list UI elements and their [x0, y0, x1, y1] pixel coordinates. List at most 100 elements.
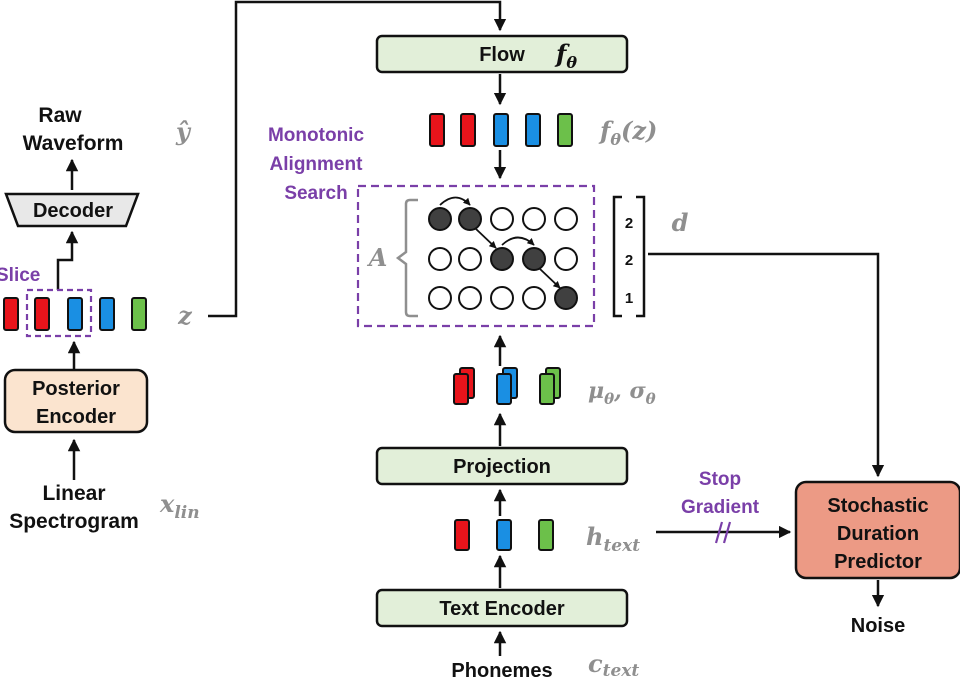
arrow-z-to-flow [208, 0, 507, 318]
cell-r1-c4 [522, 207, 546, 231]
ftz-argument: (z) [621, 116, 657, 145]
ftz-bar-red-2 [460, 113, 476, 147]
z-bar-red-2 [34, 297, 50, 331]
flow-label: Flow [479, 44, 525, 66]
posterior-encoder-label-line1: Posterior [32, 378, 120, 400]
text-encoder-label: Text Encoder [439, 598, 564, 620]
cell-r3-c5-filled [554, 286, 578, 310]
cell-r3-c1 [428, 286, 452, 310]
f-theta-symbol: fθ [554, 39, 577, 72]
alignment-matrix [428, 196, 578, 310]
linear-spectrogram-label-line1: Linear [42, 482, 105, 505]
htext-bar-red [454, 519, 470, 551]
decoder-box [4, 192, 140, 228]
path-arrow-2 [475, 228, 497, 249]
cell-r2-c5 [554, 247, 578, 271]
decoder-label: Decoder [33, 200, 113, 222]
h-text-symbol: htext [586, 522, 640, 556]
cell-r3-c2 [458, 286, 482, 310]
duration-value-3: 1 [625, 290, 633, 307]
musigma-red-front [453, 373, 469, 405]
projection-box [375, 446, 629, 486]
cell-r1-c5 [554, 207, 578, 231]
raw-waveform-label-line2: Waveform [23, 132, 124, 155]
cell-r1-c3 [490, 207, 514, 231]
sigma-base: , σ [613, 378, 646, 404]
duration-value-2: 2 [625, 252, 633, 269]
musigma-blue-front [496, 373, 512, 405]
mu-sigma-vector [453, 367, 561, 405]
z-bar-red-1 [3, 297, 19, 331]
path-arrow-1 [439, 196, 471, 206]
cell-r1-c2-filled [458, 207, 482, 231]
musigma-green-front [539, 373, 555, 405]
x-lin-subscript: lin [174, 503, 199, 523]
arrow-slice-to-decoder [56, 230, 79, 290]
stop-gradient-slash-2 [722, 521, 732, 544]
c-text-base: c [588, 649, 603, 678]
ftz-base: f [598, 116, 614, 145]
cell-r3-c4 [522, 286, 546, 310]
mu-subscript: θ [604, 390, 614, 408]
cell-r1-c1-filled [428, 207, 452, 231]
htext-bar-blue [496, 519, 512, 551]
z-bar-blue-1 [67, 297, 83, 331]
ftz-subscript: θ [610, 130, 621, 149]
arrow-d-to-sdp [648, 252, 885, 478]
z-symbol: z [177, 301, 193, 330]
f-theta-base: f [554, 39, 570, 68]
A-left-brace [395, 198, 418, 318]
d-symbol: d [672, 208, 689, 237]
z-bar-blue-2 [99, 297, 115, 331]
projection-label: Projection [453, 456, 551, 478]
f-theta-z-symbol: fθ(z) [598, 116, 657, 149]
stop-gradient-slash-1 [714, 521, 724, 544]
z-bar-green [131, 297, 147, 331]
ftz-bar-blue-1 [493, 113, 509, 147]
c-text-symbol: ctext [588, 649, 639, 681]
mu-sigma-symbol: μθ, σθ [588, 378, 656, 408]
slice-dashed-box [25, 288, 93, 338]
linear-spectrogram-label-line2: Spectrogram [9, 510, 139, 533]
h-text-subscript: text [603, 536, 640, 556]
text-encoder-box [375, 588, 629, 628]
duration-value-1: 2 [625, 215, 633, 232]
slice-label: Slice [0, 265, 40, 286]
y-hat-symbol: ŷ [175, 117, 192, 146]
mas-label-line1: Monotonic [268, 125, 364, 146]
path-arrow-3 [501, 236, 535, 246]
ftz-bar-blue-2 [525, 113, 541, 147]
cell-r2-c4-filled [522, 247, 546, 271]
phonemes-label: Phonemes [451, 660, 552, 682]
x-lin-symbol: xlin [159, 489, 200, 523]
sdp-label-line3: Predictor [834, 551, 922, 573]
d-left-bracket [612, 195, 622, 318]
sigma-subscript: θ [646, 390, 656, 408]
sdp-label-line1: Stochastic [827, 495, 928, 517]
ftz-bar-red-1 [429, 113, 445, 147]
mas-label-line2: Alignment [270, 154, 364, 175]
raw-waveform-label-line1: Raw [38, 104, 82, 127]
posterior-encoder-box [3, 368, 149, 434]
f-theta-subscript: θ [566, 53, 577, 72]
flow-box [375, 34, 629, 74]
cell-r2-c2 [458, 247, 482, 271]
x-lin-base: x [159, 489, 175, 518]
d-right-bracket [636, 195, 646, 318]
path-arrow-4 [539, 268, 561, 289]
noise-label: Noise [851, 615, 905, 637]
sdp-label-line2: Duration [837, 523, 919, 545]
c-text-subscript: text [603, 661, 640, 681]
posterior-encoder-label-line2: Encoder [36, 406, 116, 428]
cell-r2-c3-filled [490, 247, 514, 271]
mas-dashed-box [356, 184, 596, 328]
h-text-base: h [586, 522, 603, 551]
stop-gradient-mark [714, 521, 732, 544]
cell-r3-c3 [490, 286, 514, 310]
cell-r2-c1 [428, 247, 452, 271]
htext-bar-green [538, 519, 554, 551]
z-latent-vector [3, 297, 147, 331]
A-symbol: A [367, 243, 388, 272]
stop-gradient-label-line2: Gradient [681, 497, 760, 518]
